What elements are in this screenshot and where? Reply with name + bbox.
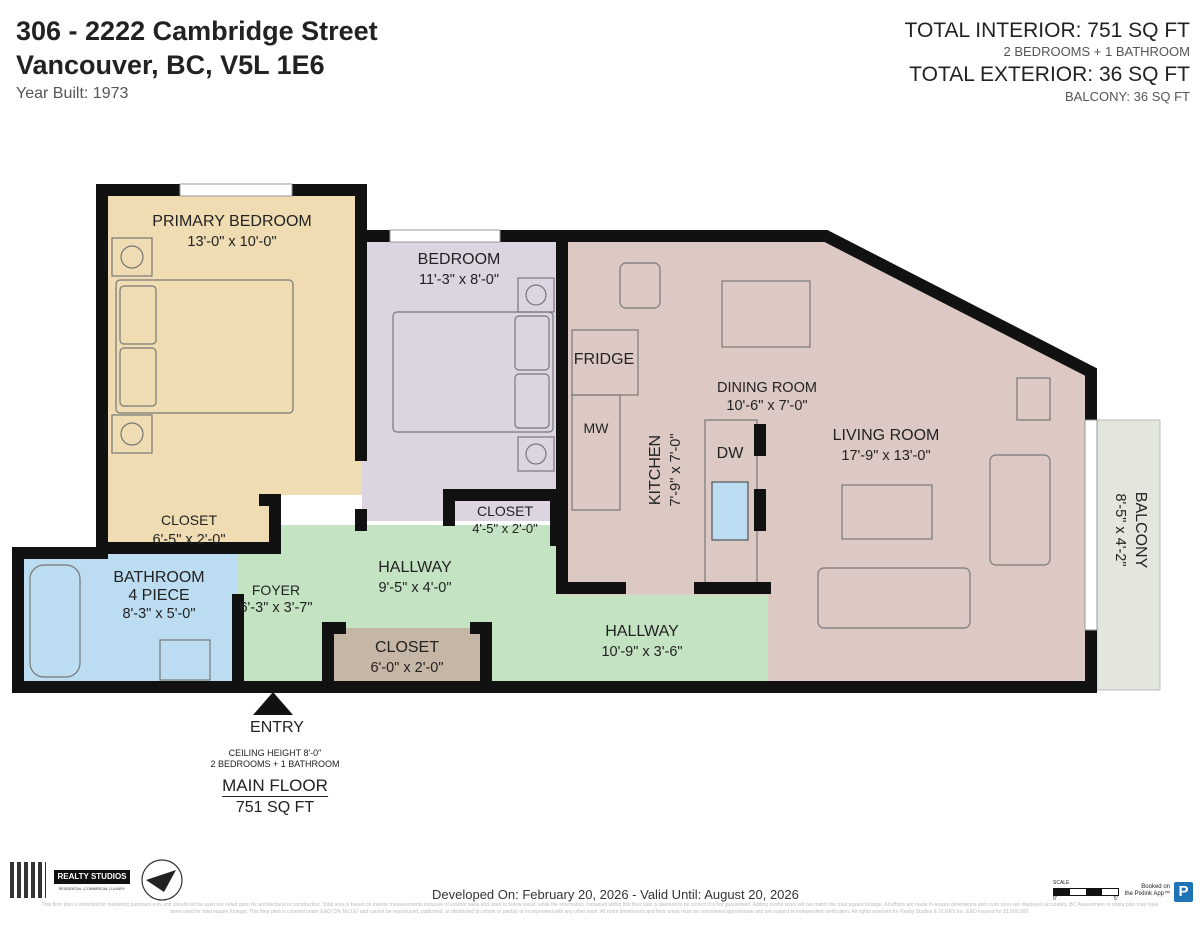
exterior-detail: BALCONY: 36 SQ FT bbox=[1065, 89, 1190, 104]
bathroom-fill bbox=[18, 553, 238, 687]
balcony-fill bbox=[1096, 419, 1161, 691]
primary-closet-fill bbox=[102, 495, 272, 545]
label-microwave: MW bbox=[583, 420, 609, 436]
compass-icon bbox=[141, 859, 183, 901]
windows bbox=[179, 183, 1098, 631]
total-exterior: TOTAL EXTERIOR: 36 SQ FT bbox=[909, 63, 1190, 86]
developed-date: Developed On: February 20, 2026 - Valid … bbox=[432, 887, 799, 902]
living-fill bbox=[562, 236, 1091, 687]
address-line-1: 306 - 2222 Cambridge Street bbox=[16, 16, 378, 46]
disclaimer-2: been used for total square footage. This… bbox=[170, 909, 1030, 915]
floor-area: 751 SQ FT bbox=[235, 799, 315, 816]
total-interior: TOTAL INTERIOR: 751 SQ FT bbox=[904, 19, 1191, 42]
scale-bar bbox=[1053, 888, 1119, 896]
bedroom-fill bbox=[362, 236, 562, 521]
floor-beds-baths: 2 BEDROOMS + 1 BATHROOM bbox=[210, 759, 340, 769]
brand-tagline: RESIDENTIAL | COMMERCIAL | LUXURY bbox=[58, 887, 126, 891]
hall-closet-fill bbox=[330, 628, 485, 687]
interior-detail: 2 BEDROOMS + 1 BATHROOM bbox=[1003, 44, 1191, 59]
brand-logo: REALTY STUDIOS bbox=[54, 870, 130, 884]
sink bbox=[711, 481, 749, 541]
entry-label: ENTRY bbox=[250, 719, 304, 736]
floor-info: CEILING HEIGHT 8'-0" 2 BEDROOMS + 1 BATH… bbox=[210, 748, 339, 770]
disclaimer-1: This floor plan is intended for marketin… bbox=[41, 902, 1159, 908]
compass-arrow bbox=[146, 870, 176, 892]
qr-code[interactable] bbox=[10, 862, 46, 898]
scale-label: SCALE bbox=[1053, 880, 1070, 886]
primary-bedroom-fill bbox=[102, 190, 362, 495]
scale-start: 0' bbox=[1053, 896, 1057, 902]
ceiling-height: CEILING HEIGHT 8'-0" bbox=[228, 748, 322, 758]
entry-arrow bbox=[253, 692, 293, 715]
scale-end: 5' bbox=[1114, 896, 1118, 902]
label-fridge: FRIDGE bbox=[573, 351, 635, 368]
floor-name: MAIN FLOOR bbox=[222, 776, 328, 797]
label-dishwasher: DW bbox=[716, 445, 744, 462]
furniture bbox=[29, 237, 1051, 681]
walls bbox=[12, 184, 1097, 693]
address-line-2: Vancouver, BC, V5L 1E6 bbox=[16, 50, 325, 80]
year-built: Year Built: 1973 bbox=[16, 85, 129, 102]
pixlink-logo-icon: P bbox=[1174, 882, 1193, 902]
